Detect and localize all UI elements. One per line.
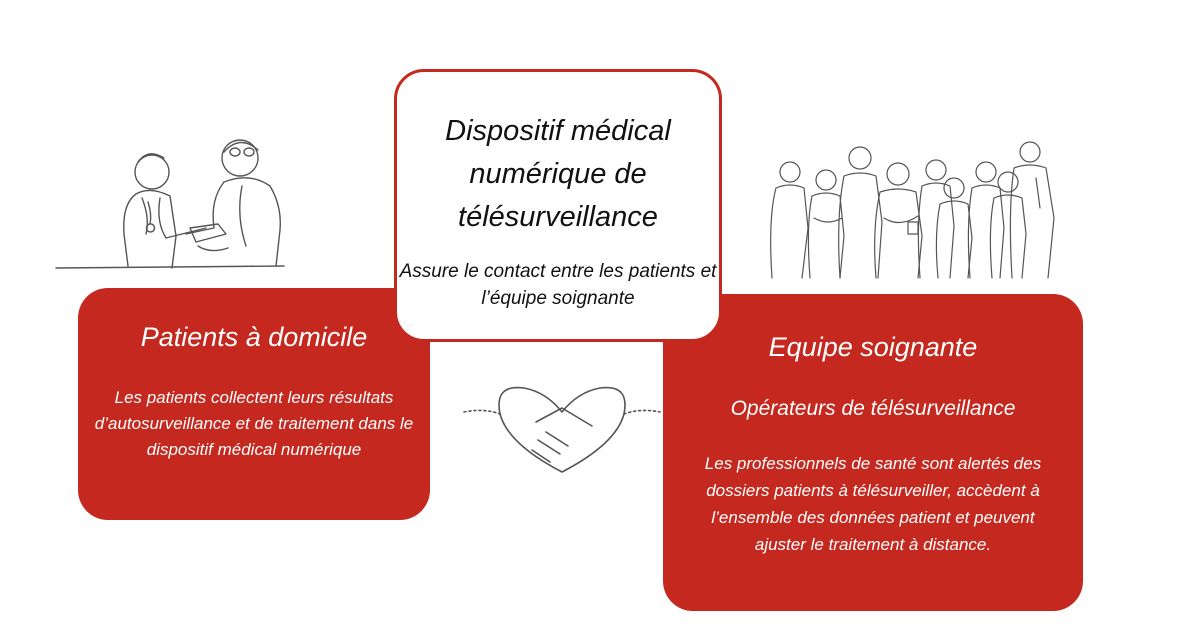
- patients-card: Patients à domicile Les patients collect…: [78, 288, 430, 520]
- team-card: Equipe soignante Opérateurs de télésurve…: [663, 294, 1083, 611]
- team-card-subtitle: Opérateurs de télésurveillance: [730, 397, 1016, 420]
- patients-card-title: Patients à domicile: [140, 322, 368, 352]
- healthcare-team-illustration: [770, 141, 1055, 279]
- team-card-title: Equipe soignante: [768, 332, 978, 362]
- device-card-title: Dispositif médical numérique de télésurv…: [445, 115, 671, 233]
- handshake-heart-illustration: [463, 386, 661, 473]
- doctor-patient-illustration: [55, 139, 285, 269]
- device-card-description: Assure le contact entre les patients et …: [399, 261, 717, 309]
- device-card: Dispositif médical numérique de télésurv…: [394, 69, 722, 342]
- team-card-description: Les professionnels de santé sont alertés…: [704, 454, 1042, 554]
- patients-card-description: Les patients collectent leurs résultats …: [94, 388, 414, 459]
